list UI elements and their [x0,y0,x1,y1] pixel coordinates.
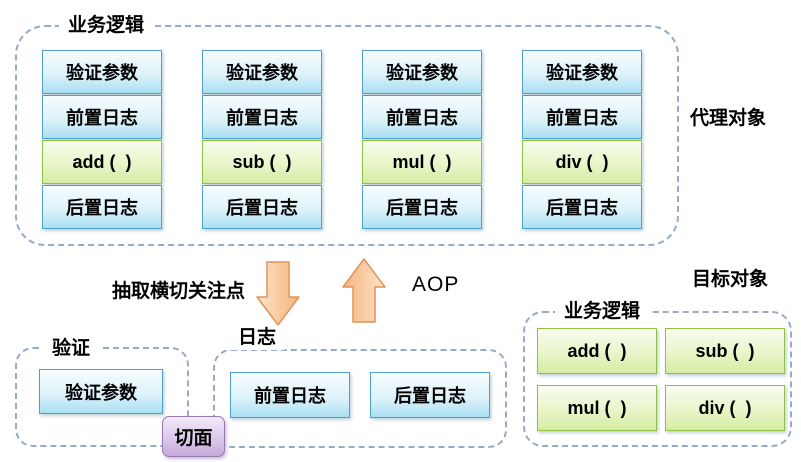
cell-method-mul: mul ( ) [537,385,657,431]
cell-validate-params: 验证参数 [522,50,642,94]
method-column-div: 验证参数 前置日志 div ( ) 后置日志 [522,50,642,230]
cell-validate-params: 验证参数 [42,50,162,94]
cell-post-log: 后置日志 [522,185,642,229]
method-column-add: 验证参数 前置日志 add ( ) 后置日志 [42,50,162,230]
cell-method-sub: sub ( ) [665,328,785,374]
cell-pre-log: 前置日志 [522,95,642,139]
target-object-label: 目标对象 [692,269,769,290]
cell-pre-log: 前置日志 [230,372,350,418]
cell-validate-params: 验证参数 [202,50,322,94]
cell-method-mul: mul ( ) [362,140,482,184]
target-group-title: 业务逻辑 [555,300,650,324]
aop-label: AOP [412,273,460,296]
log-group-title: 日志 [229,326,286,350]
cell-pre-log: 前置日志 [202,95,322,139]
proxy-object-group: 业务逻辑 验证参数 前置日志 add ( ) 后置日志 验证参数 前置日志 su… [15,14,679,246]
cell-method-div: div ( ) [665,385,785,431]
log-group: 日志 前置日志 后置日志 [213,326,507,448]
cell-method-add: add ( ) [42,140,162,184]
cell-validate-params: 验证参数 [39,369,163,414]
down-arrow-icon [256,261,300,326]
proxy-object-label: 代理对象 [690,108,767,129]
cell-method-sub: sub ( ) [202,140,322,184]
up-arrow-icon [342,258,386,323]
proxy-group-title: 业务逻辑 [59,14,154,38]
target-object-group: 业务逻辑 add ( ) sub ( ) mul ( ) div ( ) [523,300,792,447]
cell-method-div: div ( ) [522,140,642,184]
cell-validate-params: 验证参数 [362,50,482,94]
extract-crosscut-label: 抽取横切关注点 [112,281,246,302]
method-column-mul: 验证参数 前置日志 mul ( ) 后置日志 [362,50,482,230]
cell-pre-log: 前置日志 [362,95,482,139]
cell-post-log: 后置日志 [370,372,490,418]
cell-post-log: 后置日志 [42,185,162,229]
cell-post-log: 后置日志 [362,185,482,229]
validation-group-title: 验证 [43,337,100,361]
validation-group: 验证 验证参数 [15,337,189,447]
method-column-sub: 验证参数 前置日志 sub ( ) 后置日志 [202,50,322,230]
cell-post-log: 后置日志 [202,185,322,229]
cell-pre-log: 前置日志 [42,95,162,139]
aspect-box: 切面 [162,416,225,457]
cell-method-add: add ( ) [537,328,657,374]
